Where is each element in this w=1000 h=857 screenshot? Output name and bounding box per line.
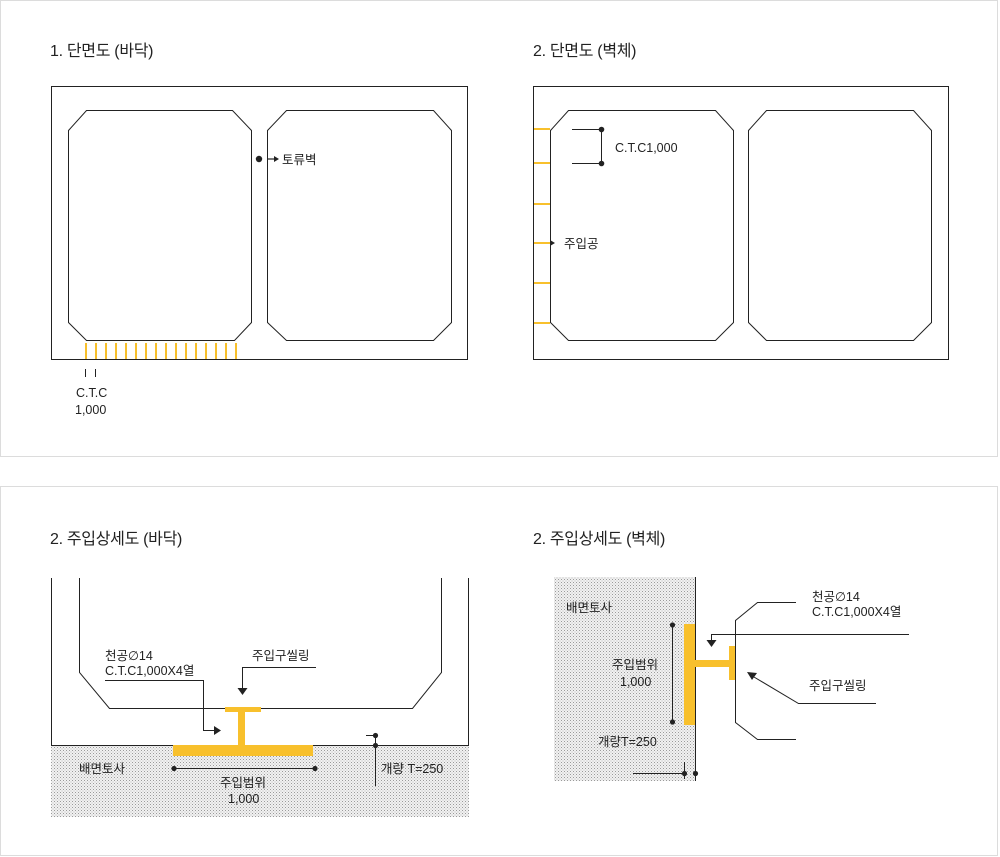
dimension-dot xyxy=(669,622,676,628)
wall-left-cell xyxy=(550,110,734,341)
wall-drill-leader xyxy=(711,634,909,641)
dimension-dot xyxy=(372,732,379,739)
floor-soil-label: 배면토사 xyxy=(79,762,126,776)
wall-sealing-leader xyxy=(753,676,876,704)
dimension-dot xyxy=(692,770,699,777)
wall-injection-pipe xyxy=(684,624,735,725)
dimension-dot xyxy=(681,770,688,777)
floor-injection-pipe xyxy=(173,707,313,756)
floor-ctc-label: C.T.C xyxy=(76,386,107,400)
dimension-dot xyxy=(598,126,605,133)
floor-sealing-leader xyxy=(242,667,316,688)
floor-range-value: 1,000 xyxy=(228,792,259,806)
floor-wall-marker xyxy=(255,155,279,163)
top-panel xyxy=(0,0,998,457)
floor-ctc-ticks xyxy=(85,369,96,377)
wall-sealing-label: 주입구씰링 xyxy=(809,679,867,693)
wall-soil-label: 배면토사 xyxy=(566,601,613,615)
wall-ctc-label: C.T.C1,000 xyxy=(615,141,678,155)
wall-section-drawing xyxy=(533,86,949,360)
sealing-arrow xyxy=(747,672,757,680)
wall-detail-structure xyxy=(735,602,796,740)
wall-range-value: 1,000 xyxy=(620,675,651,689)
floor-gap-label: 개량 T=250 xyxy=(381,762,443,776)
dimension-dot xyxy=(372,742,379,749)
injection-hole-label: 주입공 xyxy=(564,237,599,251)
floor-drill-spacing: C.T.C1,000X4열 xyxy=(105,664,194,678)
dimension-dot xyxy=(669,719,676,725)
wall-right-cell xyxy=(748,110,932,341)
wall-detail-title: 2. 주입상세도 (벽체) xyxy=(533,531,666,548)
floor-section-frame xyxy=(51,86,468,360)
floor-detail-title: 2. 주입상세도 (바닥) xyxy=(50,531,183,548)
wall-soil-area xyxy=(554,577,695,781)
floor-drill-leader xyxy=(105,680,215,731)
wall-drill-label: 천공∅14 xyxy=(812,589,860,604)
floor-ctc-value: 1,000 xyxy=(75,403,106,417)
injection-hole-arrow xyxy=(550,240,555,246)
wall-section-title: 2. 단면도 (벽체) xyxy=(533,43,637,60)
floor-section-title: 1. 단면도 (바닥) xyxy=(50,43,154,60)
dimension-dot xyxy=(312,765,318,772)
wall-gap-dimension xyxy=(633,762,685,779)
drill-arrow xyxy=(706,640,717,647)
floor-sealing-label: 주입구씰링 xyxy=(252,649,310,663)
drill-arrow xyxy=(214,726,221,735)
floor-drill-label: 천공∅14 xyxy=(105,648,153,663)
floor-injection-marks xyxy=(85,343,237,359)
sealing-arrow xyxy=(237,688,248,695)
wall-range-label: 주입범위 xyxy=(612,658,658,672)
floor-range-label: 주입범위 xyxy=(220,776,266,790)
wall-injection-marks xyxy=(534,128,550,324)
wall-label: 토류벽 xyxy=(282,153,317,167)
floor-left-cell xyxy=(68,110,252,341)
wall-gap-label: 개량T=250 xyxy=(598,735,657,749)
dimension-dot xyxy=(171,765,177,772)
floor-soil-area xyxy=(51,746,469,817)
wall-ctc-dimension xyxy=(572,129,602,164)
dimension-dot xyxy=(598,160,605,167)
wall-drill-spacing: C.T.C1,000X4열 xyxy=(812,605,901,619)
floor-right-cell xyxy=(267,110,452,341)
wall-section-frame xyxy=(533,86,949,360)
floor-section-drawing xyxy=(51,86,468,360)
